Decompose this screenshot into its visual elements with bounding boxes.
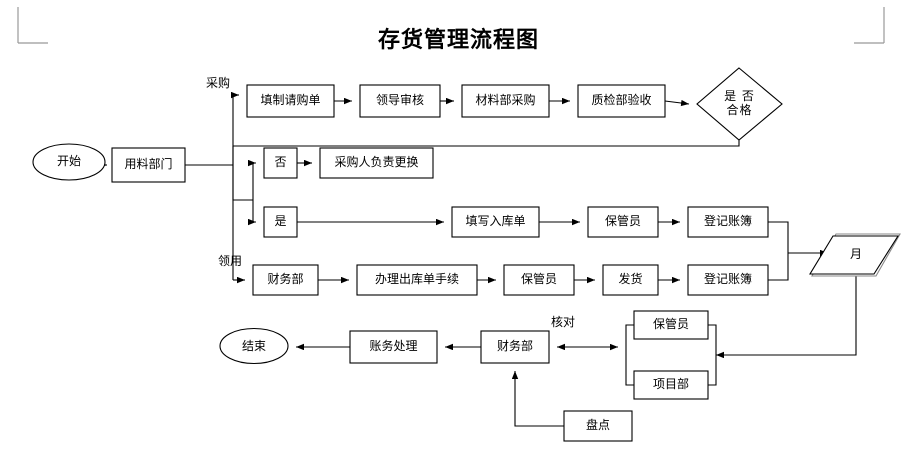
node-shapes [32,67,901,442]
page-title: 存货管理流程图 [377,27,539,53]
edge-label-requisition-use: 领用 [218,254,243,268]
edge-label-procurement: 采购 [206,76,231,90]
connectors [99,91,857,427]
edge-label-verify: 核对 [551,315,576,329]
crop-marks [17,7,885,44]
